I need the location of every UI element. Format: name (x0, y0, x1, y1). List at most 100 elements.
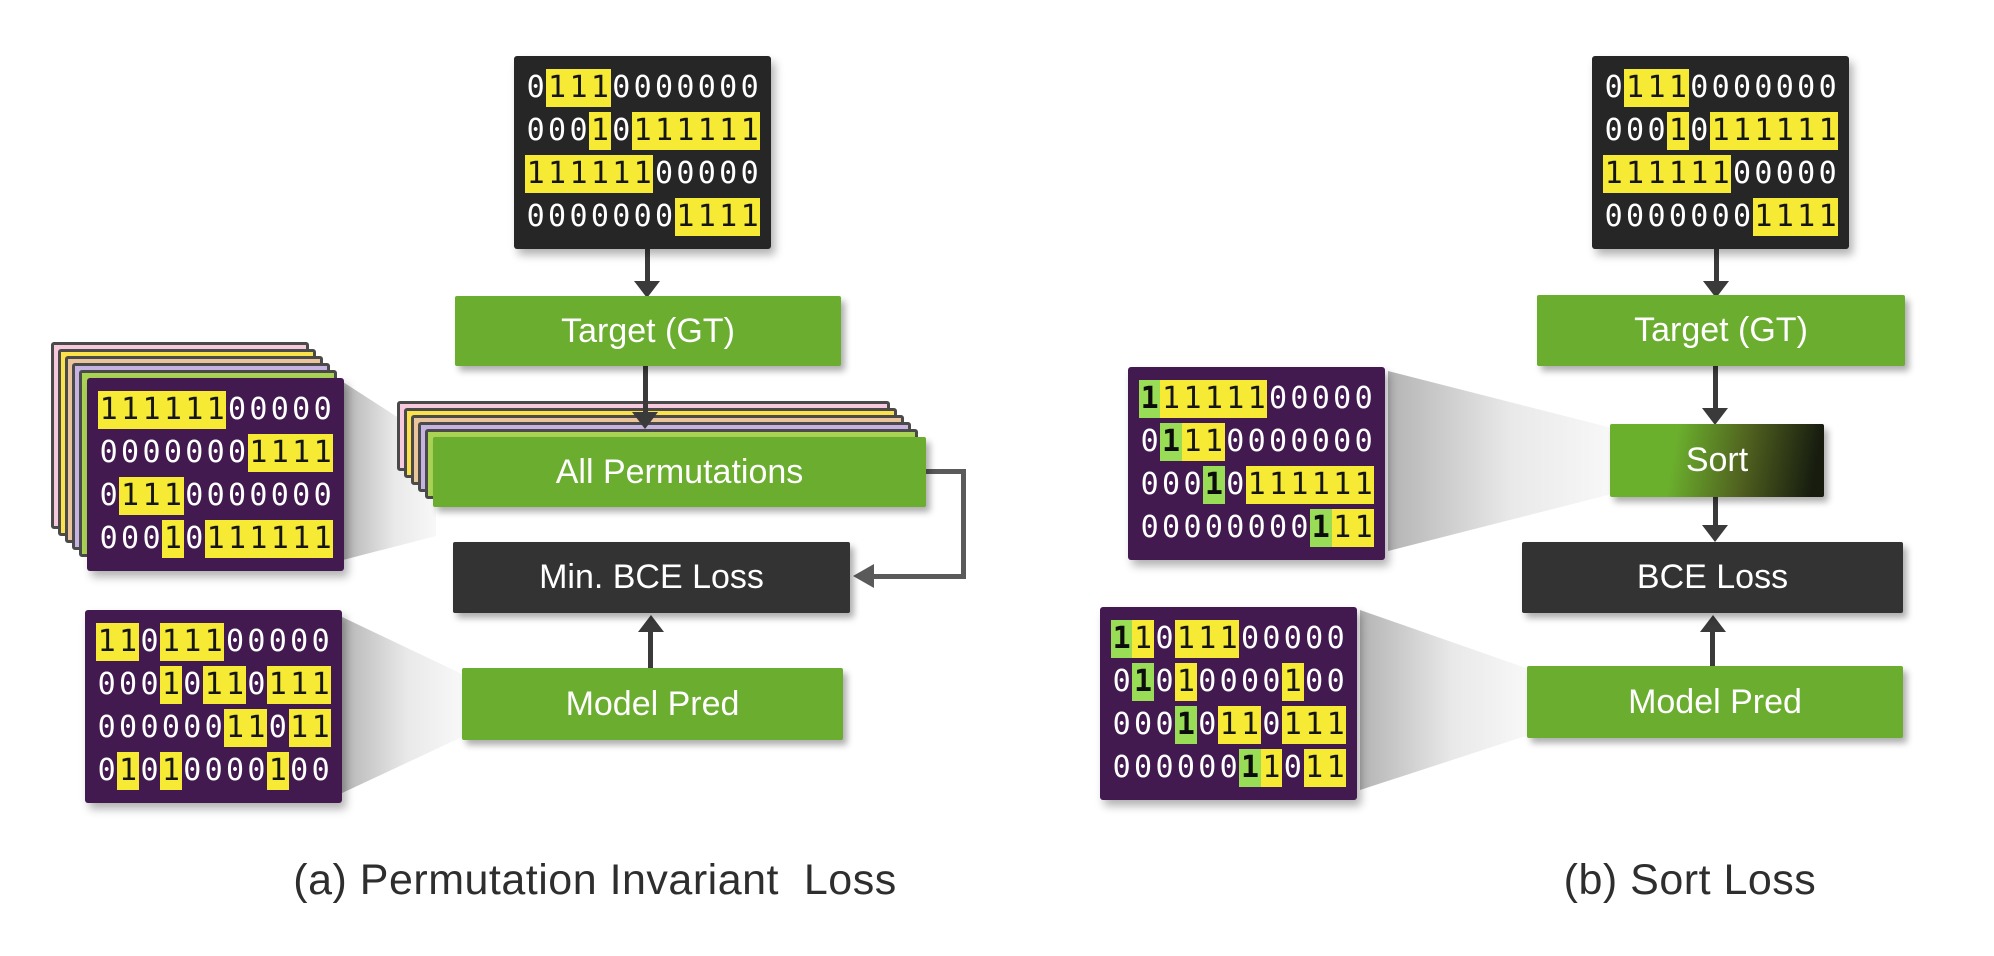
matrix-cell-highlight-yellow: 1 (119, 391, 141, 429)
matrix-cell: 0 (1262, 707, 1281, 742)
matrix-cell: 0 (1155, 707, 1174, 742)
matrix-cell-highlight-yellow: 1 (546, 155, 568, 193)
matrix-cell-sortkey-green: 1 (1132, 663, 1154, 701)
beam-sortedpred-to-modelpred-b (1360, 610, 1529, 790)
matrix-cell-highlight-yellow: 1 (224, 666, 246, 704)
matrix-cell-sortkey-green: 1 (1239, 749, 1261, 787)
matrix-cell-highlight-yellow: 1 (1795, 198, 1817, 236)
matrix-cell: 0 (1247, 424, 1266, 459)
matrix-cell: 0 (99, 521, 118, 556)
matrix-cell: 0 (1626, 199, 1645, 234)
matrix-cell: 0 (1269, 381, 1288, 416)
matrix-cell-highlight-yellow: 1 (1352, 509, 1375, 547)
matrix-cell: 0 (719, 70, 738, 105)
matrix-cell-highlight-yellow: 1 (269, 520, 291, 558)
matrix-cell-highlight-yellow: 1 (674, 112, 697, 150)
matrix-cell: 0 (204, 753, 223, 788)
matrix-cell: 0 (247, 624, 266, 659)
matrix-cell-highlight-yellow: 1 (717, 198, 739, 236)
beam-permmatrix-to-allpermutations (343, 382, 436, 560)
matrix-cell: 0 (97, 753, 116, 788)
matrix-cell: 0 (311, 753, 330, 788)
matrix-cell: 0 (119, 667, 138, 702)
target-gt-label-a: Target (GT) (561, 311, 735, 350)
matrix-cell: 0 (290, 624, 309, 659)
matrix-cell-highlight-yellow: 1 (1175, 663, 1197, 701)
matrix-cell-highlight-yellow: 1 (117, 752, 139, 790)
matrix-cell-highlight-yellow: 1 (1196, 620, 1218, 658)
matrix-cell: 0 (204, 710, 223, 745)
arrow-stem (1713, 497, 1718, 527)
matrix-cell: 0 (142, 435, 161, 470)
beam-predmatrix-to-modelpred-a (340, 616, 462, 794)
matrix-cell-highlight-yellow: 1 (674, 198, 697, 236)
matrix-cell: 0 (1262, 664, 1281, 699)
matrix-cell: 0 (1733, 70, 1752, 105)
target-gt-label-b: Target (GT) (1634, 311, 1808, 349)
min-bce-loss-box: Min. BCE Loss (453, 542, 850, 613)
matrix-cell: 0 (1269, 424, 1288, 459)
matrix-cell: 0 (228, 392, 247, 427)
matrix-cell: 0 (655, 199, 674, 234)
matrix-cell: 0 (548, 113, 567, 148)
matrix-cell: 0 (228, 478, 247, 513)
matrix-cell-highlight-yellow: 1 (1731, 112, 1753, 150)
matrix-cell: 0 (140, 710, 159, 745)
matrix-cell: 0 (1818, 156, 1837, 191)
matrix-cell-highlight-yellow: 1 (1239, 706, 1261, 744)
matrix-cell-highlight-yellow: 1 (1752, 112, 1775, 150)
matrix-cell: 0 (1754, 156, 1773, 191)
matrix-cell: 0 (247, 753, 266, 788)
matrix-cell: 0 (612, 199, 631, 234)
matrix-cell: 0 (1198, 750, 1217, 785)
matrix-cell: 0 (99, 478, 118, 513)
matrix-cell-highlight-yellow: 1 (1310, 466, 1332, 504)
matrix-cell: 0 (1226, 510, 1245, 545)
matrix-cell: 0 (1283, 621, 1302, 656)
matrix-cell: 0 (1333, 424, 1352, 459)
matrix-cell: 0 (1604, 70, 1623, 105)
matrix-cell: 0 (1326, 621, 1345, 656)
arrow-down-icon (634, 281, 660, 298)
matrix-cell: 0 (1283, 750, 1302, 785)
matrix-cell: 0 (290, 753, 309, 788)
matrix-cell: 0 (1162, 467, 1181, 502)
sort-label: Sort (1685, 441, 1749, 479)
matrix-cell-highlight-yellow: 1 (269, 434, 291, 472)
matrix-cell-highlight-yellow: 1 (247, 434, 270, 472)
arrow-stem (1713, 366, 1718, 410)
matrix-cell: 0 (1247, 510, 1266, 545)
matrix-cell: 0 (740, 156, 759, 191)
matrix-cell: 0 (526, 70, 545, 105)
matrix-cell: 0 (1226, 467, 1245, 502)
matrix-cell: 0 (270, 478, 289, 513)
matrix-cell-highlight-yellow: 1 (1774, 112, 1796, 150)
matrix-cell-sortkey-green: 1 (1160, 423, 1182, 461)
matrix-cell-highlight-yellow: 1 (1160, 380, 1182, 418)
arrow-stem (1710, 631, 1715, 667)
matrix-cell-highlight-yellow: 1 (1709, 155, 1732, 193)
matrix-cell-sortkey-green: 1 (1175, 706, 1197, 744)
matrix-cell-highlight-yellow: 1 (1217, 620, 1240, 658)
matrix-cell: 0 (676, 156, 695, 191)
matrix-cell: 0 (590, 199, 609, 234)
matrix-cell: 0 (1219, 664, 1238, 699)
matrix-cell: 0 (697, 156, 716, 191)
matrix-cell-highlight-yellow: 1 (1816, 112, 1839, 150)
matrix-cell: 0 (1155, 664, 1174, 699)
matrix-cell-highlight-yellow: 1 (181, 623, 203, 661)
connector-vertical (961, 469, 966, 579)
matrix-cell-sortkey-green: 1 (1139, 380, 1161, 418)
matrix-cell-highlight-yellow: 1 (1303, 749, 1325, 787)
